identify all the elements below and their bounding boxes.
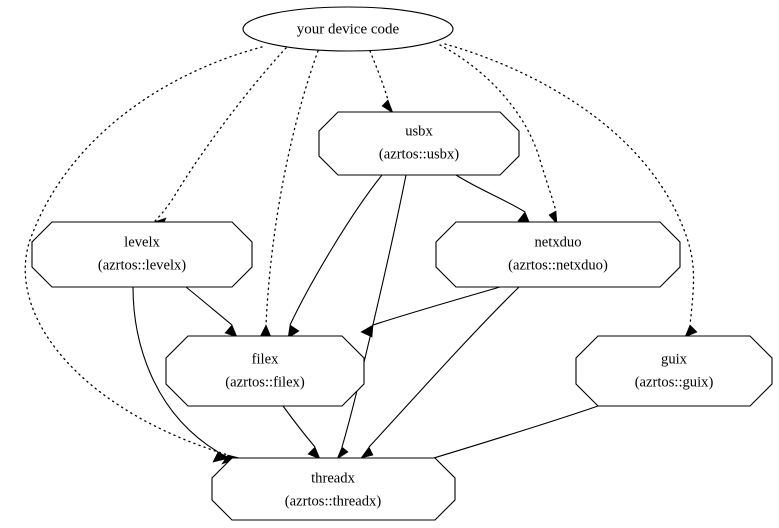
node-netxduo-label-line1: netxduo [534, 234, 581, 250]
edge-device-to-guix [444, 43, 698, 338]
edge-netxduo-to-filex [360, 286, 501, 338]
node-guix-label-line1: guix [661, 351, 688, 367]
edge-device-to-netxduo [439, 44, 558, 225]
node-threadx-label-line1: threadx [311, 470, 355, 486]
edge-netxduo-to-threadx [360, 286, 520, 459]
edge-filex-to-threadx [282, 405, 321, 460]
node-netxduo-label-line2: (azrtos::netxduo) [508, 257, 608, 273]
edge-guix-to-threadx [411, 405, 599, 473]
edge-usbx-to-netxduo [455, 174, 531, 225]
edge-levelx-to-filex [185, 286, 238, 338]
node-filex-label-line2: (azrtos::filex) [225, 374, 305, 390]
node-guix-label-line2: (azrtos::guix) [635, 374, 714, 390]
node-usbx-shape[interactable] [318, 111, 520, 176]
node-levelx-label-line1: levelx [124, 234, 160, 250]
node-levelx-shape[interactable] [31, 221, 253, 288]
node-usbx-label-line1: usbx [405, 123, 433, 139]
node-guix[interactable]: guix (azrtos::guix) [575, 335, 773, 407]
edge-device-to-levelx [153, 47, 287, 232]
edge-levelx-to-threadx [132, 286, 231, 463]
node-netxduo[interactable]: netxduo (azrtos::netxduo) [435, 221, 681, 288]
node-filex[interactable]: filex (azrtos::filex) [165, 335, 365, 407]
node-threadx-shape[interactable] [211, 457, 456, 521]
edge-device-to-usbx [369, 50, 394, 114]
node-filex-label-line1: filex [252, 351, 279, 367]
node-threadx[interactable]: threadx (azrtos::threadx) [211, 457, 456, 521]
node-netxduo-shape[interactable] [435, 221, 681, 288]
edge-device-to-filex [259, 50, 319, 338]
node-threadx-label-line2: (azrtos::threadx) [285, 493, 382, 509]
edge-usbx-to-threadx [336, 174, 407, 460]
node-device-shape[interactable] [242, 6, 454, 52]
node-levelx[interactable]: levelx (azrtos::levelx) [31, 221, 253, 288]
node-usbx[interactable]: usbx (azrtos::usbx) [318, 111, 520, 176]
node-guix-shape[interactable] [575, 335, 773, 407]
node-usbx-label-line2: (azrtos::usbx) [379, 146, 459, 162]
node-device-label: your device code [297, 21, 400, 37]
edge-usbx-to-filex [287, 174, 383, 339]
node-filex-shape[interactable] [165, 335, 365, 407]
node-levelx-label-line2: (azrtos::levelx) [98, 257, 186, 273]
node-device[interactable]: your device code [242, 6, 454, 52]
